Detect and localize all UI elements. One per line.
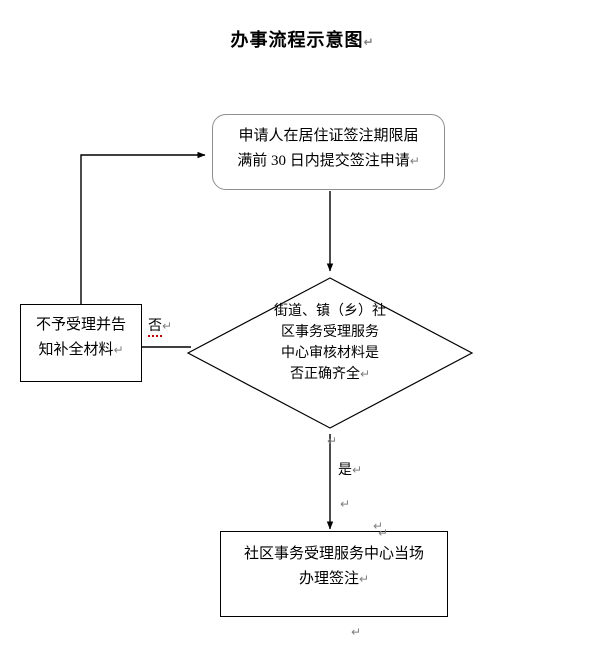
- page-title-text: 办事流程示意图: [230, 30, 364, 50]
- node-process-text: 社区事务受理服务中心当场 办理签注: [243, 546, 424, 587]
- pilcrow-stray-1: ↵: [327, 434, 338, 448]
- pilcrow-no: ↵: [162, 319, 173, 333]
- node-decision-label: 街道、镇（乡）社 区事务受理服务 中心审核材料是 否正确齐全↵: [182, 301, 478, 385]
- node-start-text: 申请人在居住证签注期限届 满前 30 日内提交签注申请: [237, 128, 419, 169]
- pilcrow-yes: ↵: [352, 463, 363, 477]
- pilcrow-stray-5: ↵: [351, 625, 362, 639]
- node-start-label: 申请人在居住证签注期限届 满前 30 日内提交签注申请↵: [213, 124, 444, 174]
- pilcrow-start: ↵: [409, 154, 420, 168]
- node-reject[interactable]: 不予受理并告 知补全材料↵: [20, 304, 142, 382]
- edge-label-yes: 是↵: [338, 462, 362, 479]
- node-process[interactable]: 社区事务受理服务中心当场 办理签注↵: [220, 531, 448, 617]
- edge-label-no: 否↵: [148, 318, 173, 337]
- node-decision[interactable]: 街道、镇（乡）社 区事务受理服务 中心审核材料是 否正确齐全↵: [182, 272, 478, 434]
- node-reject-text: 不予受理并告 知补全材料: [35, 317, 126, 358]
- node-process-label: 社区事务受理服务中心当场 办理签注↵: [221, 542, 447, 592]
- pilcrow-stray-2: ↵: [340, 497, 351, 511]
- pilcrow-stray-3: ↵: [373, 519, 384, 533]
- node-start[interactable]: 申请人在居住证签注期限届 满前 30 日内提交签注申请↵: [212, 114, 445, 190]
- pilcrow-reject: ↵: [113, 343, 124, 357]
- node-reject-label: 不予受理并告 知补全材料↵: [21, 313, 141, 363]
- pilcrow-process: ↵: [358, 572, 370, 586]
- pilcrow-title: ↵: [363, 35, 375, 49]
- pilcrow-stray-4: ↵: [378, 526, 389, 540]
- page-title: 办事流程示意图↵: [0, 26, 605, 52]
- edge-label-no-text: 否: [148, 319, 162, 337]
- pilcrow-decision: ↵: [359, 367, 371, 381]
- node-decision-text: 街道、镇（乡）社 区事务受理服务 中心审核材料是 否正确齐全: [274, 304, 386, 382]
- edge-label-yes-text: 是: [338, 463, 352, 478]
- diamond-shape: [186, 277, 474, 429]
